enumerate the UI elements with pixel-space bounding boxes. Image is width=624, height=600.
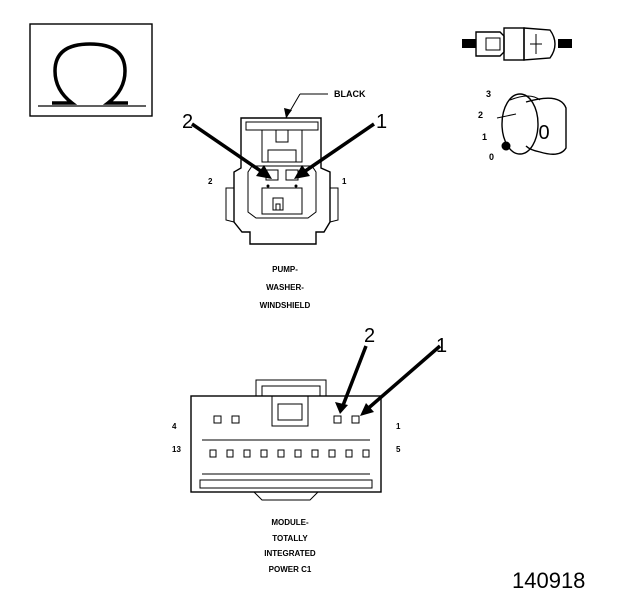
connector1-outline <box>233 117 331 245</box>
connector1-name-line-3: WINDSHIELD <box>260 301 311 310</box>
connector1-cavity-1: 1 <box>342 177 347 186</box>
terminal-probe-icon <box>462 27 572 61</box>
ohm-icon <box>52 42 128 105</box>
connector-tipm-c1: 2 1 4 13 1 5 MODULE- TOTALLY INTEGRATED … <box>172 325 447 574</box>
key-dial <box>501 93 539 155</box>
key-position-3: 3 <box>486 89 491 99</box>
connector1-cavity-2: 2 <box>208 177 213 186</box>
connector2-bottom-row <box>209 449 370 458</box>
connector1-arrow-label-2: 2 <box>182 111 193 133</box>
key-position-0: 0 <box>489 152 494 162</box>
key-switch-icon: 3 2 1 0 0 <box>478 89 567 162</box>
connector2-cavity-13: 13 <box>172 445 181 454</box>
connector1-arrow-label-1: 1 <box>376 111 387 133</box>
key-label: 0 <box>538 122 549 144</box>
connector1-name-line-2: WASHER- <box>266 283 304 292</box>
connector2-top-row <box>213 415 360 424</box>
key-body <box>525 97 567 155</box>
connector2-arrow-label-1: 1 <box>436 335 447 357</box>
connector2-name-line-1: MODULE- <box>271 518 309 527</box>
connector2-terminal-2 <box>333 415 342 424</box>
connector-pump-washer: BLACK 2 1 2 1 PUMP- WASHER- WINDSHIELD <box>182 89 387 310</box>
connector2-name-line-3: INTEGRATED <box>264 549 316 558</box>
connector2-cavity-1: 1 <box>396 422 401 431</box>
connector1-name-line-1: PUMP- <box>272 265 298 274</box>
key-position-2: 2 <box>478 110 483 120</box>
connector2-terminal-1 <box>351 415 360 424</box>
figure-number: 140918 <box>512 568 585 593</box>
connector2-name-line-4: POWER C1 <box>269 565 312 574</box>
connector2-cavity-4: 4 <box>172 422 177 431</box>
connector2-name-line-2: TOTALLY <box>272 534 308 543</box>
ohm-symbol-box <box>29 23 153 117</box>
connector2-outline <box>190 395 382 493</box>
connector2-arrow-label-2: 2 <box>364 325 375 347</box>
connector2-cavity-5: 5 <box>396 445 401 454</box>
connector1-color-label: BLACK <box>334 89 366 99</box>
key-position-1: 1 <box>482 132 487 142</box>
